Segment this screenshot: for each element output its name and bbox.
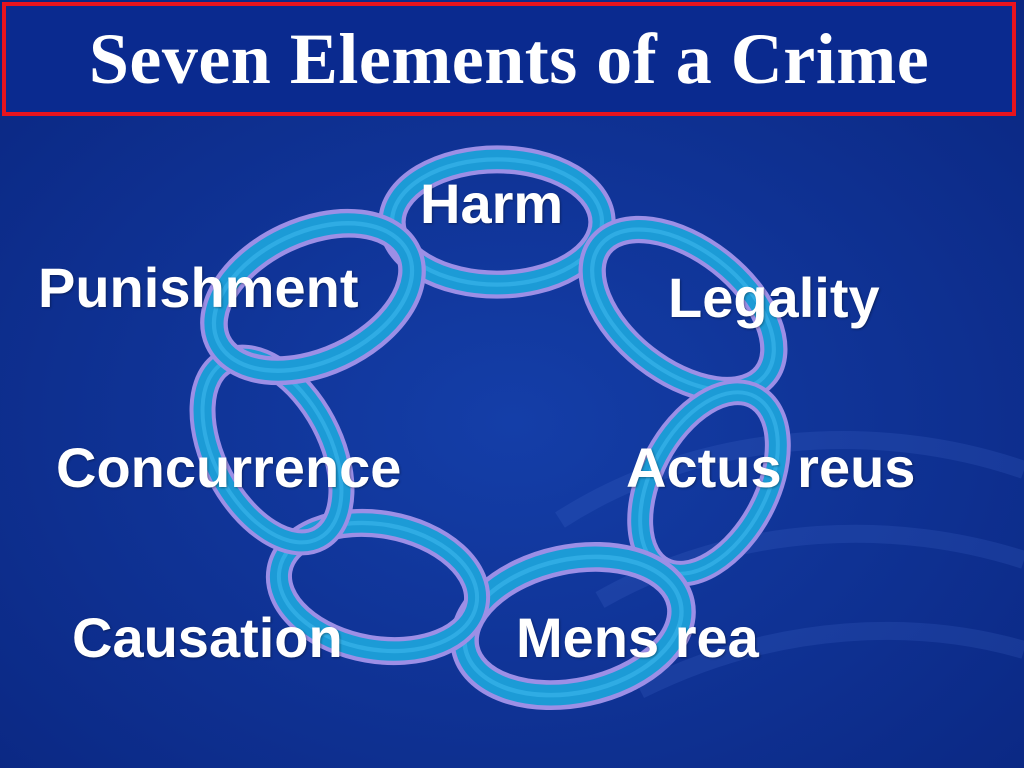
label-legality: Legality	[668, 266, 880, 329]
slide-title: Seven Elements of a Crime	[88, 18, 930, 99]
label-harm: Harm	[420, 172, 564, 235]
label-concurrence: Concurrence	[56, 436, 402, 499]
title-bar: Seven Elements of a Crime	[2, 2, 1016, 116]
label-actus-reus: Actus reus	[626, 436, 916, 499]
label-punishment: Punishment	[38, 256, 359, 319]
label-mens-rea: Mens rea	[516, 606, 759, 669]
label-causation: Causation	[72, 606, 343, 669]
